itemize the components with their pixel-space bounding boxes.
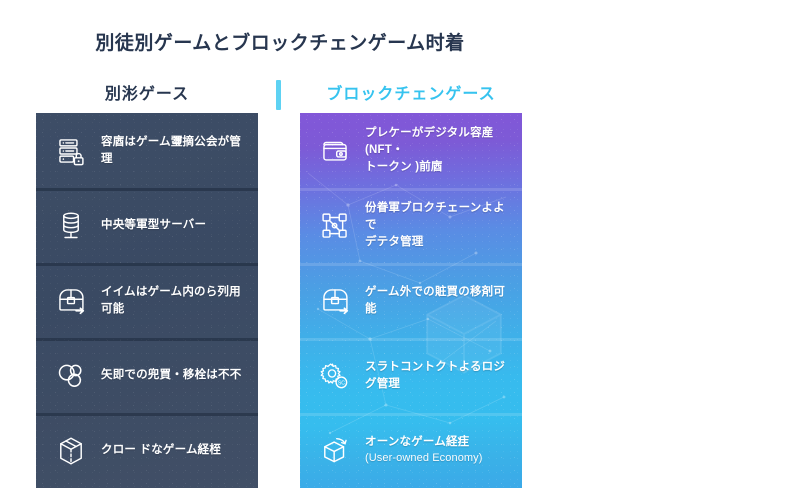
page-title: 別徒別ゲームとブロックチェンゲーム时着	[95, 33, 465, 54]
list-item[interactable]: オーンなゲーム経疰 (User-owned Economy)	[300, 413, 522, 488]
list-item-sublabel: (User-owned Economy)	[365, 451, 483, 464]
left-column-header: 別涁ゲース	[104, 86, 190, 103]
network-nodes-icon	[316, 207, 354, 245]
list-item[interactable]: 容庮はゲーム瓕摘公会が管理	[36, 113, 258, 188]
list-item[interactable]: ゲーム外での賍買の移剤可能	[300, 263, 522, 338]
list-item-label: クロー ドなゲーム経桎	[101, 444, 222, 457]
list-item-label: イイムはゲーム内のら列用可能	[101, 285, 241, 315]
server-lock-icon	[52, 132, 90, 170]
right-column-header: ブロックチェンゲース	[326, 86, 496, 103]
traditional-game-column: 容庮はゲーム瓕摘公会が管理 中央等軍型サーバー	[36, 113, 258, 488]
list-item-label: オーンなゲーム経疰 (User-owned Economy)	[365, 434, 483, 467]
closed-box-icon	[52, 432, 90, 470]
list-item-label: 份眷軍ブロクチェーンよよで デテタ管理	[365, 202, 505, 248]
svg-text:SC: SC	[338, 380, 345, 386]
list-item-label: 中央等軍型サーバー	[101, 219, 207, 232]
header-divider	[276, 80, 281, 110]
list-item-label: ゲーム外での賍買の移剤可能	[365, 285, 506, 315]
gear-smart-contract-icon: SC	[316, 357, 354, 395]
list-item[interactable]: クロー ドなゲーム経桎	[36, 413, 258, 488]
list-item[interactable]: SC スラトコントクトよるロジグ管理	[300, 338, 522, 413]
list-item[interactable]: 份眷軍ブロクチェーンよよで デテタ管理	[300, 188, 522, 263]
list-item-label: 矢即での兜買・移栓は不不	[101, 369, 242, 382]
list-item-label: 容庮はゲーム瓕摘公会が管理	[101, 135, 242, 165]
list-item[interactable]: イイムはゲーム内のら列用可能	[36, 263, 258, 338]
blockchain-game-column: プレケーがデジタル容産(NFT・ トークン )前庮 份眷軍ブロクチェーンよよで …	[300, 113, 522, 488]
chest-arrow-icon	[52, 282, 90, 320]
list-item[interactable]: プレケーがデジタル容産(NFT・ トークン )前庮	[300, 113, 522, 188]
list-item-label: プレケーがデジタル容産(NFT・ トークン )前庮	[365, 127, 494, 173]
list-item-label-main: オーンなゲーム経疰	[365, 436, 470, 449]
list-item-label: スラトコントクトよるロジグ管理	[365, 360, 506, 390]
overlapping-circles-icon	[52, 357, 90, 395]
wallet-icon	[316, 132, 354, 170]
database-stack-icon	[52, 207, 90, 245]
list-item[interactable]: 矢即での兜買・移栓は不不	[36, 338, 258, 413]
open-box-arrow-icon	[316, 432, 354, 470]
list-item[interactable]: 中央等軍型サーバー	[36, 188, 258, 263]
chest-arrow-icon	[316, 282, 354, 320]
